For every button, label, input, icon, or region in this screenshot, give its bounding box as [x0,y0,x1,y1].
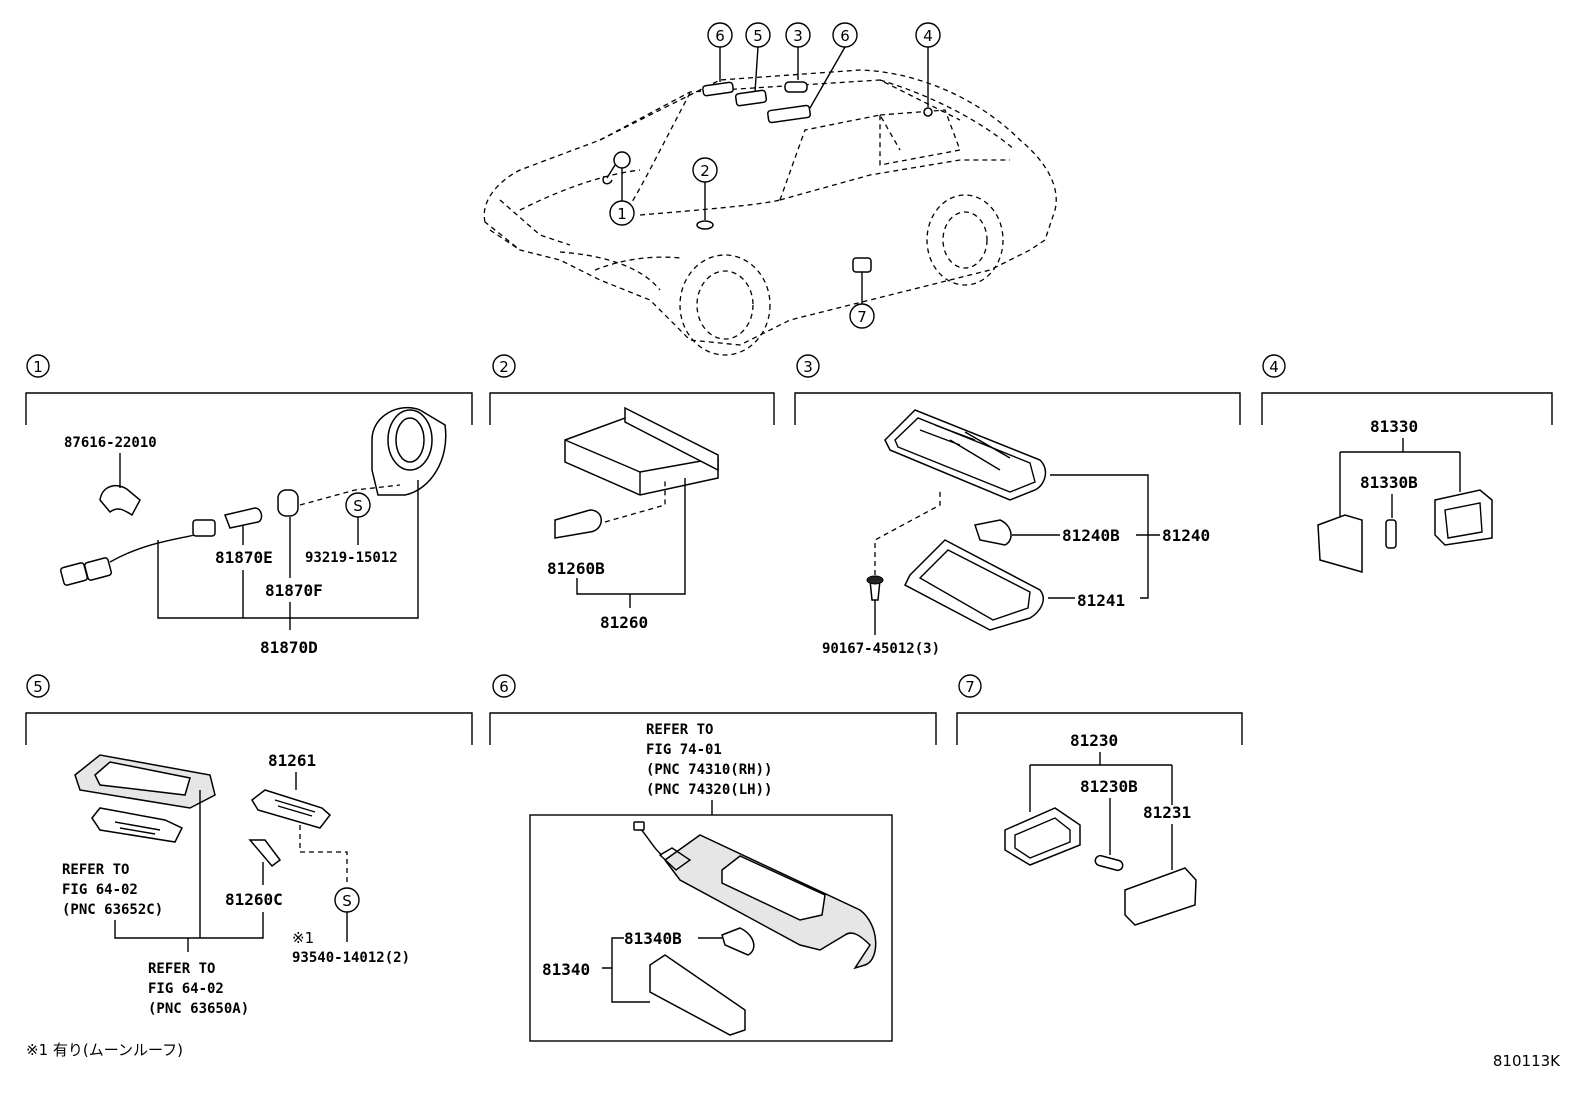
s5-note-mark: ※1 [292,929,314,947]
part-90167-45012: 90167-45012(3) [822,641,940,657]
section-2: 2 81260B 81260 [489,354,775,632]
callout-7: 7 [849,272,875,329]
refer-a-line2: FIG 64-02 [62,882,138,898]
s6-detail-box [529,814,893,1042]
part-87616-22010: 87616-22010 [64,435,157,451]
svg-text:6: 6 [715,27,725,45]
s6-refer-line3: (PNC 74310(RH)) [646,762,772,778]
part-81870D: 81870D [260,638,318,657]
callout-6a: 6 [707,22,733,82]
part-81261: 81261 [268,751,316,770]
svg-text:5: 5 [753,27,763,45]
callout-4: 4 [915,22,941,107]
section-5-index: 5 [33,678,43,696]
part-81340B: 81340B [624,929,682,948]
part-81870E: 81870E [215,548,273,567]
part-81241: 81241 [1077,591,1125,610]
part-81260C: 81260C [225,890,283,909]
refer-b-line2: FIG 64-02 [148,981,224,997]
section-4-index: 4 [1269,358,1279,376]
s1-s-mark: S [353,497,363,515]
callout-3: 3 [785,22,811,80]
section-5: 5 81261 S ※1 93540-14012(2) 81260C REFER… [25,674,473,1017]
part-81330: 81330 [1370,417,1418,436]
callout-5: 5 [745,22,771,93]
section-6: 6 REFER TO FIG 74-01 (PNC 74310(RH)) (PN… [489,674,937,1042]
section-7: 7 81230 81230B 81231 [956,674,1243,926]
footnote: ※1 有り(ムーンルーフ) [26,1041,183,1059]
part-93219-15012: 93219-15012 [305,550,398,566]
section-3: 3 90167-45012(3) 81240B 81240 81241 [794,354,1241,657]
part-81340: 81340 [542,960,590,979]
part-81230B: 81230B [1080,777,1138,796]
svg-text:2: 2 [700,162,710,180]
part-81230: 81230 [1070,731,1118,750]
refer-b-line1: REFER TO [148,961,215,977]
section-3-index: 3 [803,358,813,376]
svg-text:6: 6 [840,27,850,45]
part-81240B: 81240B [1062,526,1120,545]
section-6-index: 6 [499,678,509,696]
callout-6b: 6 [809,22,858,109]
section-1: 1 S 87616-22010 81870E 93219-15012 81870… [25,354,473,657]
section-1-index: 1 [33,358,43,376]
refer-a-line1: REFER TO [62,862,129,878]
section-2-index: 2 [499,358,509,376]
part-81231: 81231 [1143,803,1191,822]
svg-text:7: 7 [857,308,867,326]
section-4: 4 81330 81330B [1261,354,1553,573]
refer-a-line3: (PNC 63652C) [62,902,163,918]
part-81260B: 81260B [547,559,605,578]
part-81330B: 81330B [1360,473,1418,492]
car-overview: 6 5 3 6 4 2 1 7 [483,22,1057,356]
s5-s-mark: S [342,892,352,910]
figure-code: 810113K [1493,1052,1561,1070]
part-81260: 81260 [600,613,648,632]
svg-text:1: 1 [617,205,627,223]
svg-text:4: 4 [923,27,933,45]
part-93540-14012: 93540-14012(2) [292,950,410,966]
part-81240: 81240 [1162,526,1210,545]
part-81870F: 81870F [265,581,323,600]
svg-text:3: 3 [793,27,803,45]
s6-refer-line4: (PNC 74320(LH)) [646,782,772,798]
callout-1: 1 [609,168,635,226]
s6-refer-line2: FIG 74-01 [646,742,722,758]
section-7-index: 7 [965,678,975,696]
callout-2: 2 [692,157,718,220]
s6-refer-line1: REFER TO [646,722,713,738]
refer-b-line3: (PNC 63650A) [148,1001,249,1017]
